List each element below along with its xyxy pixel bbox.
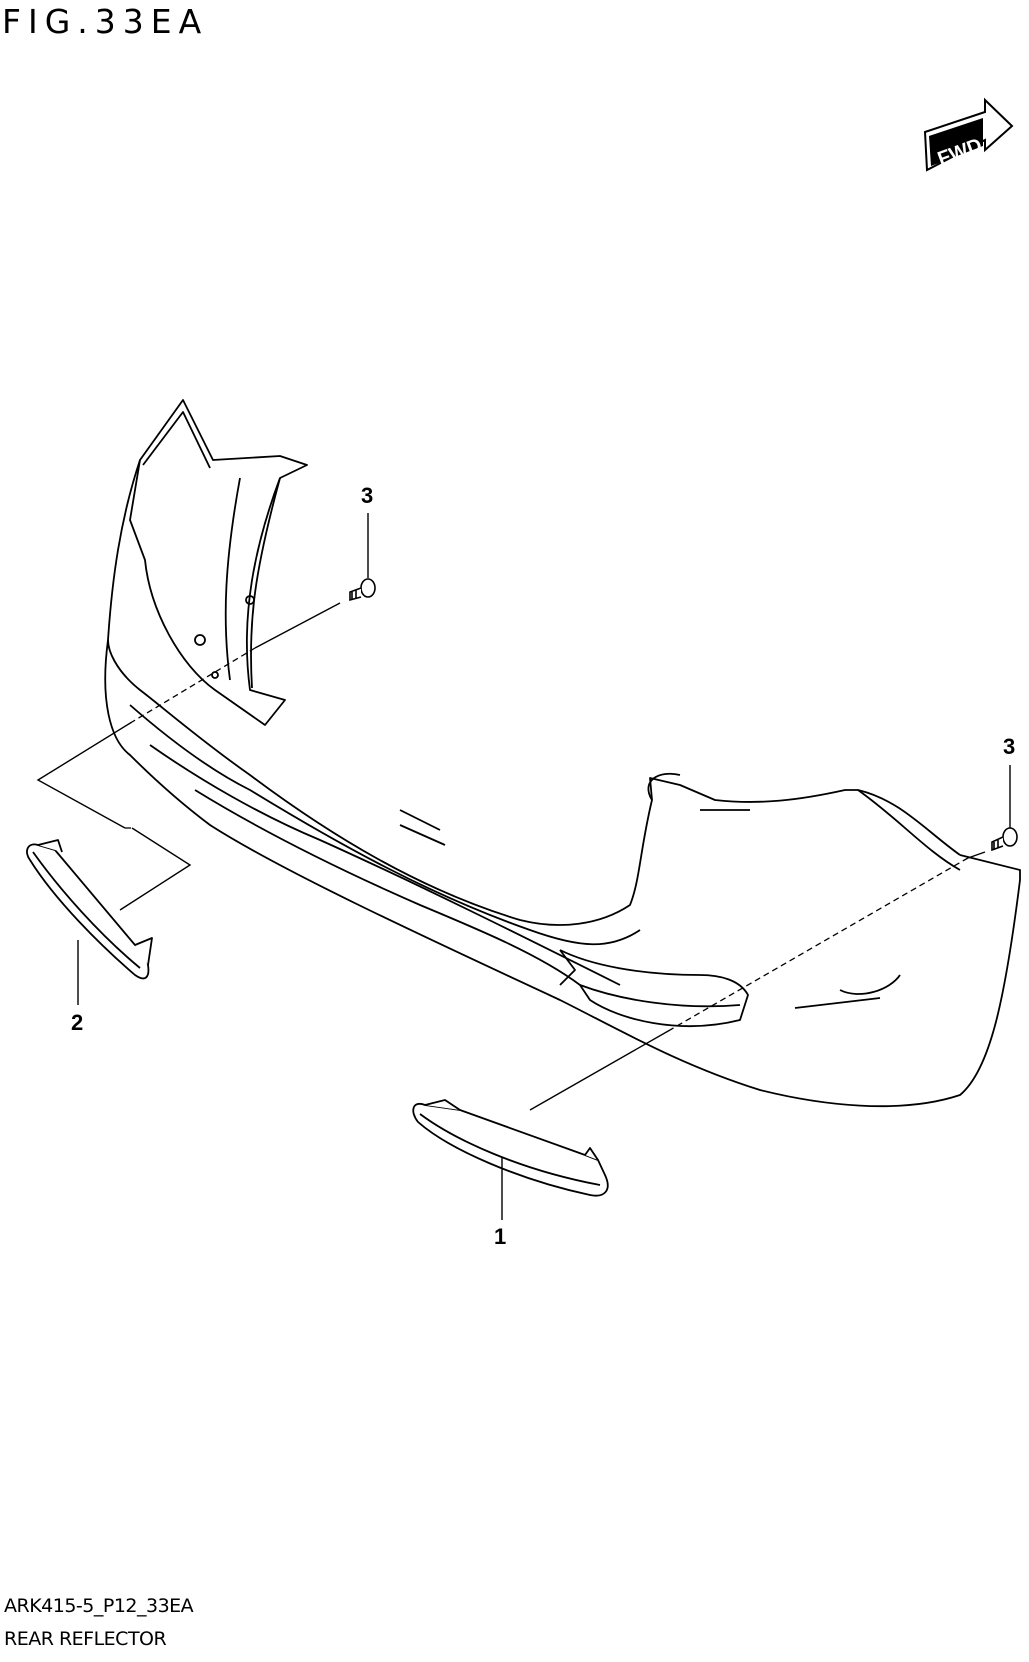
diagram-code: ARK415-5_P12_33EA	[4, 1595, 194, 1617]
leader-lines	[36, 513, 1011, 1220]
screw-part-3-right	[991, 827, 1018, 852]
dashed-reference-lines	[125, 647, 969, 1031]
callout-part-2: 2	[71, 1010, 83, 1035]
diagram-caption: REAR REFLECTOR	[4, 1628, 167, 1650]
reflector-part-1	[412, 1099, 609, 1197]
callout-part-3-upper: 3	[361, 483, 373, 508]
screw-part-3-upper	[349, 578, 376, 602]
reflector-part-2	[26, 839, 153, 980]
callout-part-3-right: 3	[1003, 734, 1015, 759]
callout-part-1: 1	[494, 1224, 506, 1249]
figure-title: FIG.33EA	[2, 2, 209, 41]
diagram-footer: ARK415-5_P12_33EA REAR REFLECTOR	[4, 1590, 194, 1656]
fwd-arrow-icon: FWD	[923, 97, 1014, 172]
rear-bumper-cover	[104, 399, 1021, 1108]
